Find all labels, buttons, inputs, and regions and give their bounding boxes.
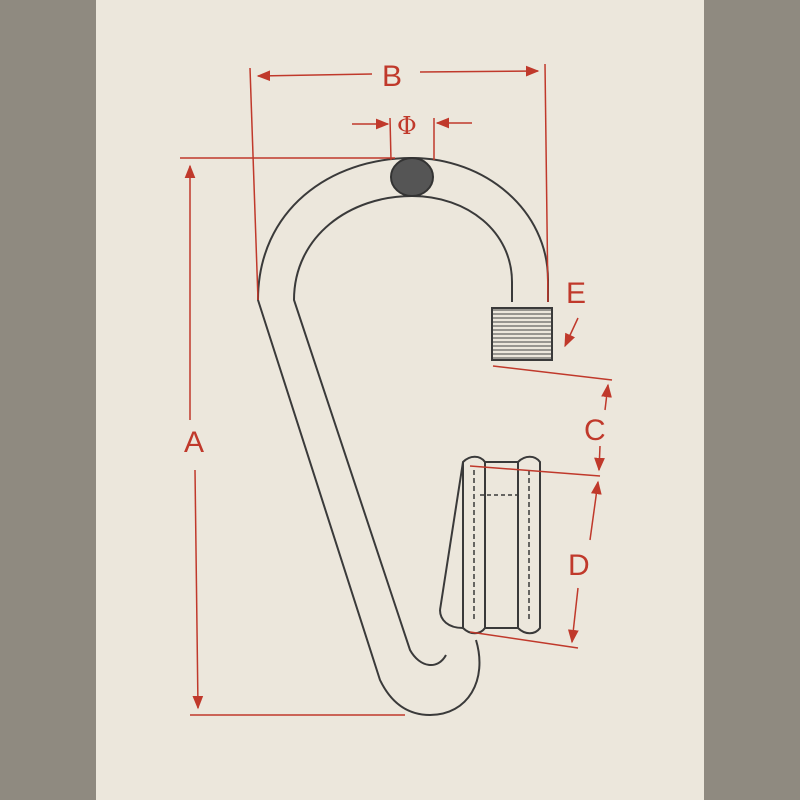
dimension-phi: Φ xyxy=(352,112,472,161)
dimension-c: C xyxy=(469,365,613,477)
label-d: D xyxy=(568,549,590,582)
label-e: E xyxy=(566,277,586,310)
dimension-d: D xyxy=(469,480,602,649)
link-inner-outline xyxy=(292,194,513,666)
label-a: A xyxy=(184,426,204,459)
wire-cross-section xyxy=(390,157,434,197)
label-c: C xyxy=(584,414,606,447)
label-phi: Φ xyxy=(397,112,417,140)
dimension-a: A xyxy=(180,157,405,716)
link-outer-outline xyxy=(256,156,549,717)
locking-nut xyxy=(439,455,541,635)
label-b: B xyxy=(382,60,402,93)
dimension-b: B xyxy=(249,60,549,303)
dimension-e: E xyxy=(564,277,586,348)
threaded-end xyxy=(491,307,553,361)
